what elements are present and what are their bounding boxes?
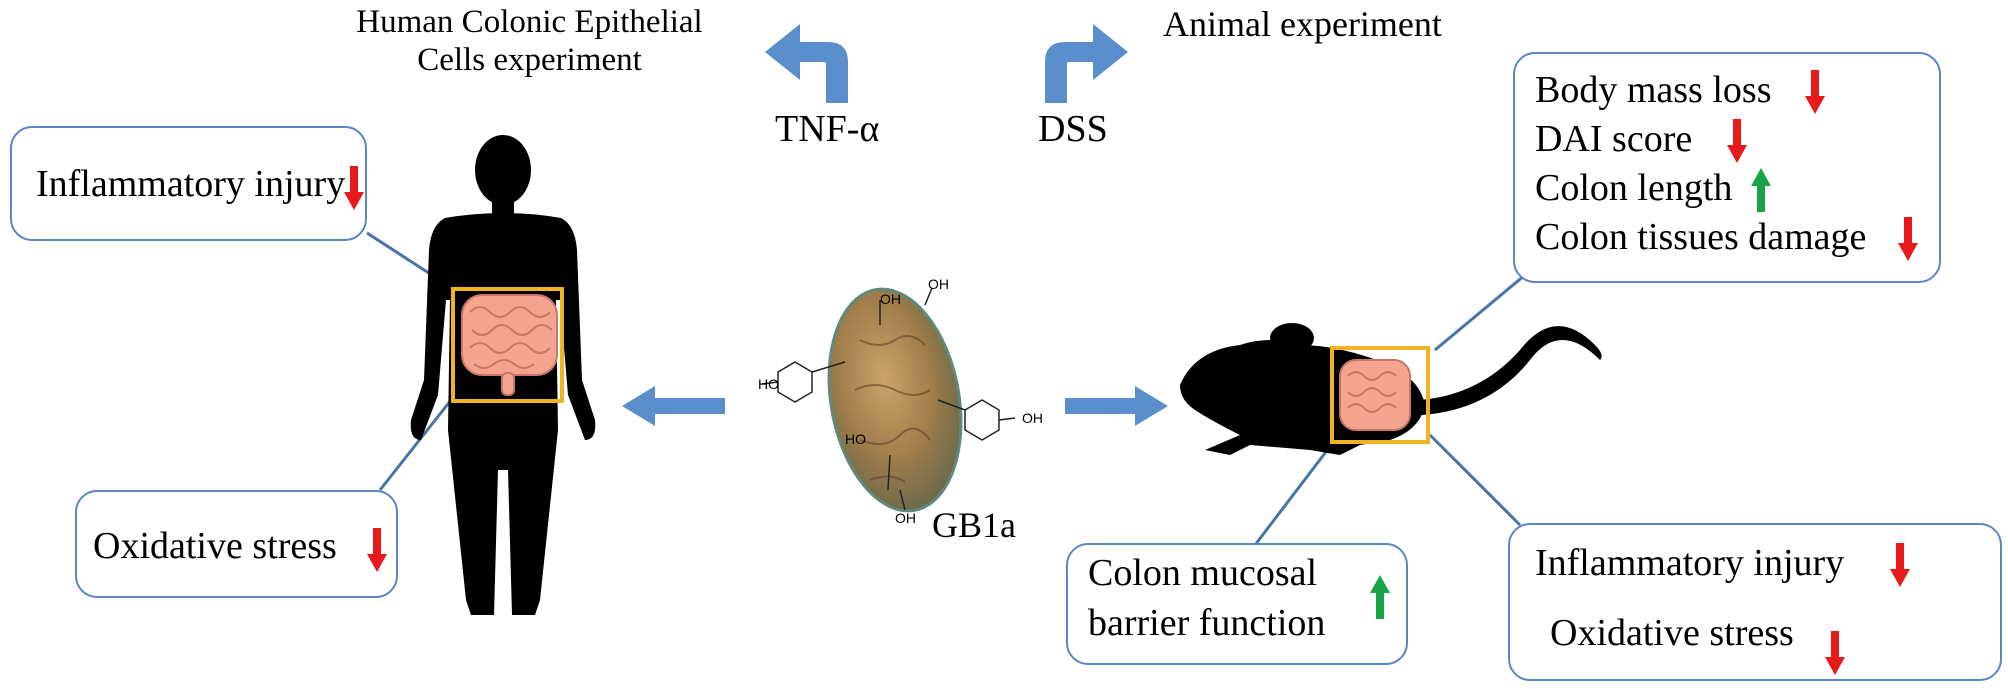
up-arrow-icon (1751, 168, 1771, 212)
human-inflammatory-box: Inflammatory injury (10, 126, 367, 241)
gb1a-label: GB1a (932, 505, 1016, 545)
mouse-outcome-item: Body mass loss (1535, 69, 1772, 111)
oh-label-right: OH (1022, 410, 1043, 426)
oh-label-bottom: OH (895, 510, 916, 526)
human-oxidative-text: Oxidative stress (93, 525, 337, 567)
arrow-to-mouse (1065, 386, 1168, 426)
tnf-alpha-label: TNF-α (775, 108, 880, 150)
mouse-bottom-item: Oxidative stress (1550, 612, 1794, 654)
gb1a-structure (761, 287, 1016, 511)
gb1a-seed (827, 287, 963, 513)
down-arrow-icon (1890, 543, 1910, 587)
human-experiment-label: Human Colonic Epithelial Cells experimen… (356, 4, 703, 78)
mucosal-barrier-box: Colon mucosal barrier function (1066, 543, 1408, 665)
human-highlight-frame (451, 287, 564, 403)
mouse-inflammatory-box: Inflammatory injury Oxidative stress (1508, 523, 2002, 681)
down-arrow-icon (1898, 217, 1918, 261)
mucosal-line-1: Colon mucosal (1088, 552, 1318, 594)
ho-label-left: HO (758, 376, 779, 392)
down-arrow-icon (1825, 631, 1845, 675)
dss-label: DSS (1038, 108, 1108, 150)
human-oxidative-box: Oxidative stress (75, 490, 398, 598)
down-arrow-icon (344, 166, 364, 210)
arrow-dss (1045, 24, 1128, 103)
human-intestine (461, 294, 558, 396)
arrow-to-human (622, 386, 725, 426)
seed-texture (854, 335, 931, 483)
oh-label-top-2: OH (928, 276, 949, 292)
mouse-outcome-item: DAI score (1535, 118, 1693, 160)
mouse-highlight-frame (1330, 346, 1430, 444)
down-arrow-icon (1727, 119, 1747, 163)
mouse-outcome-item: Colon length (1535, 167, 1733, 209)
oh-label-top-1: OH (880, 291, 901, 307)
flow-arrows (622, 24, 1168, 426)
mouse-bottom-item: Inflammatory injury (1535, 542, 1845, 584)
ho-label-mid: HO (845, 431, 866, 447)
down-arrow-icon (367, 528, 387, 572)
mouse-outcomes-box: Body mass loss DAI score Colon length Co… (1513, 52, 1941, 283)
down-arrow-icon (1805, 70, 1825, 114)
animal-experiment-label: Animal experiment (1163, 4, 1442, 44)
arrow-tnf (765, 24, 848, 103)
mouse-intestine (1339, 359, 1411, 431)
human-inflammatory-text: Inflammatory injury (36, 163, 346, 205)
up-arrow-icon (1370, 575, 1390, 619)
mucosal-line-2: barrier function (1088, 602, 1326, 644)
mouse-outcome-item: Colon tissues damage (1535, 216, 1867, 258)
